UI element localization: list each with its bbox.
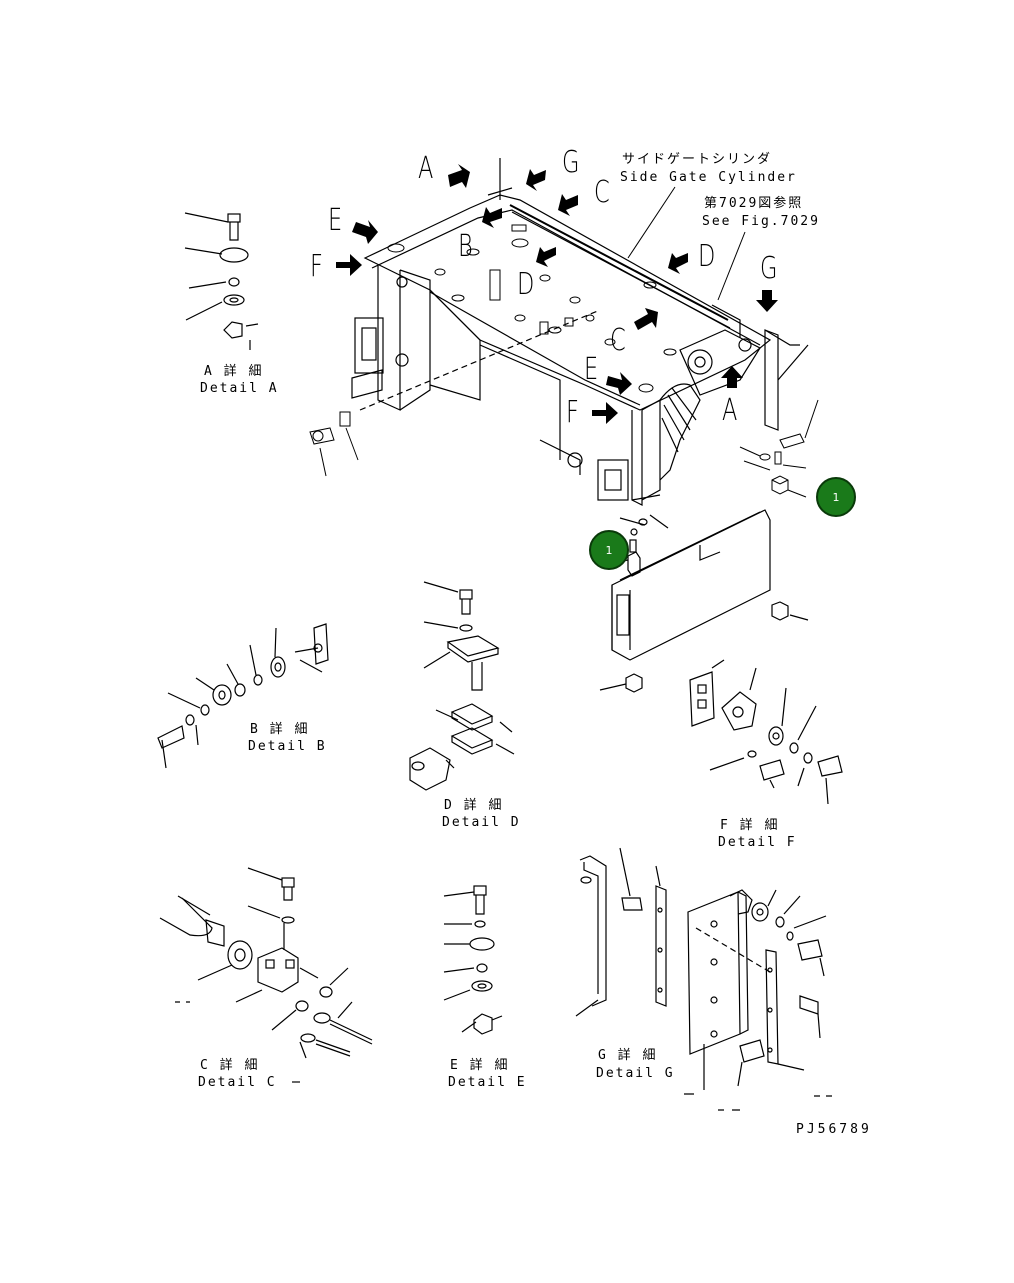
view-letter-c: C [610,323,626,358]
detail-g-caption-jp: G 詳 細 [598,1048,658,1063]
view-arrows [336,164,778,424]
main-frame-assembly [351,158,809,506]
arrow-icon [482,207,502,228]
detail-c-drawing [159,867,373,1083]
arrow-icon [756,290,778,312]
arrow-icon [592,402,618,424]
arrow-icon [634,308,658,330]
view-letter-g: G [562,145,580,180]
callout-side-gate-jp: サイドゲートシリンダ [622,152,773,167]
arrow-icon [536,247,556,267]
arrow-icon [352,220,378,244]
detail-c-caption-en: Detail C [198,1075,277,1090]
view-letter-b: B [458,229,473,264]
detail-b-caption-jp: B 詳 細 [250,722,310,737]
detail-a-caption-jp: A 詳 細 [204,364,264,379]
detail-b-caption-en: Detail B [248,739,327,754]
part-number-badge[interactable]: 1 [816,477,856,517]
detail-f-caption-en: Detail F [718,835,797,850]
detail-f-caption-jp: F 詳 細 [720,818,780,833]
detail-e-caption-jp: E 詳 細 [450,1058,510,1073]
detail-g-drawing [575,847,832,1111]
detail-d-drawing [409,581,515,791]
view-letter-f: F [310,249,323,284]
callout-fig-ref-en: See Fig.7029 [702,214,820,229]
detail-f-drawing [689,659,843,805]
view-letter-d: D [698,239,716,274]
view-letter-f: F [566,395,579,430]
view-letter-e: E [584,352,599,387]
side-gate-panel [599,494,809,693]
callout-leaders [627,186,746,301]
view-letter-a: A [418,151,434,186]
detail-d-caption-en: Detail D [442,815,521,830]
view-letter-c: C [594,175,610,210]
arrow-icon [558,194,578,216]
arrow-icon [668,253,688,274]
detail-g-caption-en: Detail G [596,1066,675,1081]
arrow-icon [448,164,470,188]
detail-d-caption-jp: D 詳 細 [444,798,504,813]
loose-parts [309,399,819,498]
drawing-number: PJ56789 [796,1122,872,1137]
view-letter-g: G [760,251,778,286]
detail-e-caption-en: Detail E [448,1075,527,1090]
arrow-icon [526,169,546,191]
view-letter-a: A [722,393,738,428]
detail-c-caption-jp: C 詳 細 [200,1058,260,1073]
detail-e-drawing [443,885,503,1035]
arrow-icon [336,254,362,276]
detail-b-drawing [157,623,329,769]
view-letter-d: D [517,267,535,302]
part-number-badge[interactable]: 1 [589,530,629,570]
view-letter-e: E [328,203,343,238]
callout-side-gate-en: Side Gate Cylinder [620,170,797,185]
detail-a-caption-en: Detail A [200,381,279,396]
arrow-icon [721,366,743,388]
arrow-icon [606,372,632,395]
callout-fig-ref-jp: 第7029図参照 [704,196,804,211]
detail-a-drawing [184,212,259,350]
